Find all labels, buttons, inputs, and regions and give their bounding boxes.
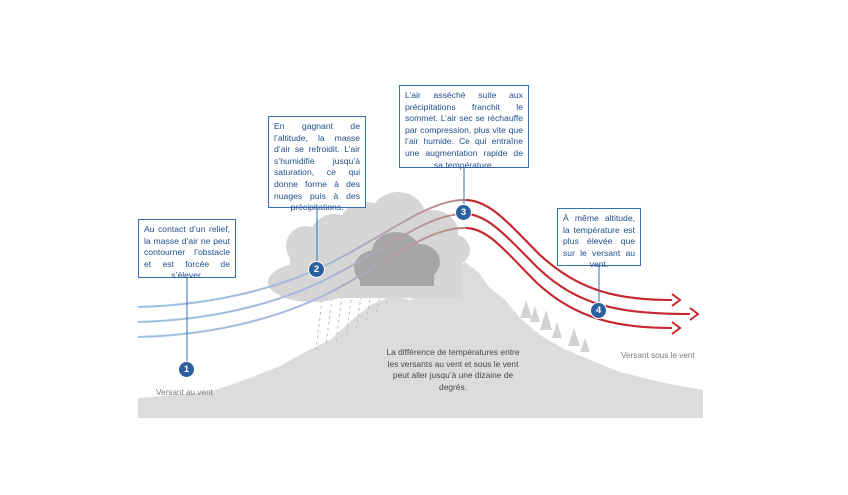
- arrow-heads: [671, 293, 700, 335]
- leader-lines: [186, 168, 600, 362]
- step-3-callout: L’air asséché suite aux précipitations f…: [399, 85, 529, 170]
- windward-label: Versant au vent: [156, 388, 213, 397]
- ground-terrain: [138, 262, 703, 418]
- arrow-head-bottom: [671, 321, 682, 335]
- step-2-badge: 2: [308, 261, 325, 278]
- leeward-label: Versant sous le vent: [621, 351, 695, 360]
- arrow-head-middle: [689, 307, 700, 321]
- step-3-badge: 3: [455, 204, 472, 221]
- step-1-callout: Au contact d’un relief, la masse d’air n…: [138, 219, 236, 280]
- cloud-dark: [354, 232, 440, 286]
- step-1-badge: 1: [178, 361, 195, 378]
- step-4-badge: 4: [590, 302, 607, 319]
- tree-silhouettes: [520, 300, 590, 352]
- step-2-callout: En gagnant de l’altitude, la masse d’air…: [268, 116, 366, 212]
- arrow-head-top: [671, 293, 682, 307]
- step-4-callout: À même altitude, la température est plus…: [557, 208, 641, 269]
- warm-air-flow: [465, 199, 691, 329]
- temperature-difference-text: La différence de températures entre les …: [386, 347, 520, 392]
